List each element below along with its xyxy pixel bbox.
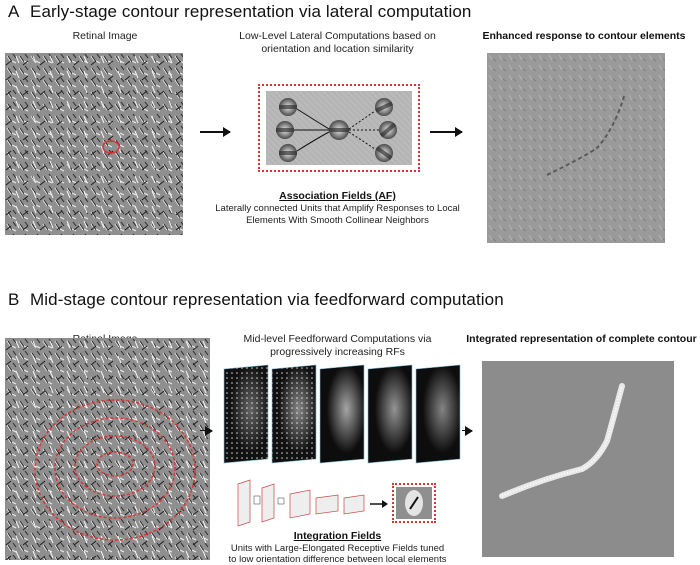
- panel-a-letter: A: [8, 2, 20, 21]
- panel-b-title-text: Mid-stage contour representation via fee…: [30, 290, 504, 309]
- panel-b-letter: B: [8, 290, 20, 309]
- af-description-line1: Laterally connected Units that Amplify R…: [215, 203, 460, 214]
- panel-b-ff-label-line2: progressively increasing RFs: [270, 346, 405, 358]
- panel-a-enhanced-image: [487, 53, 665, 243]
- feature-map-5: [415, 364, 461, 464]
- rf-circle-3: [54, 417, 176, 519]
- af-description-line2: Elements With Smooth Collinear Neighbors: [246, 215, 429, 226]
- af-title: Association Fields (AF): [279, 190, 396, 202]
- net-layer-3: [289, 489, 311, 519]
- panel-a-arrow-1: [200, 127, 231, 137]
- feature-maps: [223, 364, 461, 464]
- panel-b-integrated-image: [482, 361, 674, 557]
- panel-a-lateral-label-line1: Low-Level Lateral Computations based on: [239, 30, 436, 42]
- network-schematic: [237, 479, 388, 527]
- panel-b-arrow-1: [200, 426, 213, 436]
- af-description: Laterally connected Units that Amplify R…: [205, 203, 470, 227]
- panel-a-retinal-image: [5, 53, 183, 235]
- panel-b-integrated-label: Integrated representation of complete co…: [466, 333, 697, 345]
- feature-map-2: [271, 364, 317, 464]
- rf-circle-1: [96, 451, 134, 477]
- if-description-line1: Units with Large-Elongated Receptive Fie…: [230, 543, 445, 554]
- net-layer-4: [315, 494, 339, 515]
- panel-b-title: B Mid-stage contour representation via fe…: [8, 290, 504, 310]
- panel-a-title: A Early-stage contour representation via …: [8, 2, 471, 22]
- af-diagram: [266, 91, 412, 165]
- rf-circle-4: [34, 399, 196, 541]
- if-dashed-box: [392, 483, 436, 523]
- panel-a-retinal-label: Retinal Image: [72, 30, 138, 42]
- net-layer-5: [343, 494, 365, 515]
- enhanced-contour: [546, 92, 626, 176]
- panel-b-ff-label-line1: Mid-level Feedforward Computations via: [243, 333, 432, 345]
- if-output-unit: [396, 487, 432, 519]
- feature-map-4: [367, 364, 413, 464]
- panel-a-focus-circle: [102, 140, 120, 154]
- rf-circle-2: [74, 435, 156, 497]
- panel-a-title-text: Early-stage contour representation via l…: [30, 2, 472, 21]
- if-title: Integration Fields: [293, 530, 382, 542]
- panel-b-arrow-2: [462, 426, 473, 436]
- net-layer-1: [237, 479, 251, 527]
- feature-map-3: [319, 364, 365, 464]
- if-oriented-bar: [409, 496, 419, 510]
- panel-a-arrow-2: [430, 127, 463, 137]
- panel-b-retinal-image: [5, 338, 210, 560]
- net-layer-2: [261, 483, 275, 523]
- panel-a-lateral-label-line2: orientation and location similarity: [261, 43, 414, 55]
- panel-b-ff-label: Mid-level Feedforward Computations via p…: [215, 333, 460, 359]
- af-dashed-box: [258, 84, 420, 172]
- if-description: Units with Large-Elongated Receptive Fie…: [205, 543, 470, 565]
- panel-a-lateral-label: Low-Level Lateral Computations based on …: [215, 30, 460, 56]
- if-description-line2: to low orientation difference between lo…: [228, 554, 447, 565]
- feature-map-1: [223, 364, 269, 464]
- panel-a-enhanced-label: Enhanced response to contour elements: [482, 30, 686, 42]
